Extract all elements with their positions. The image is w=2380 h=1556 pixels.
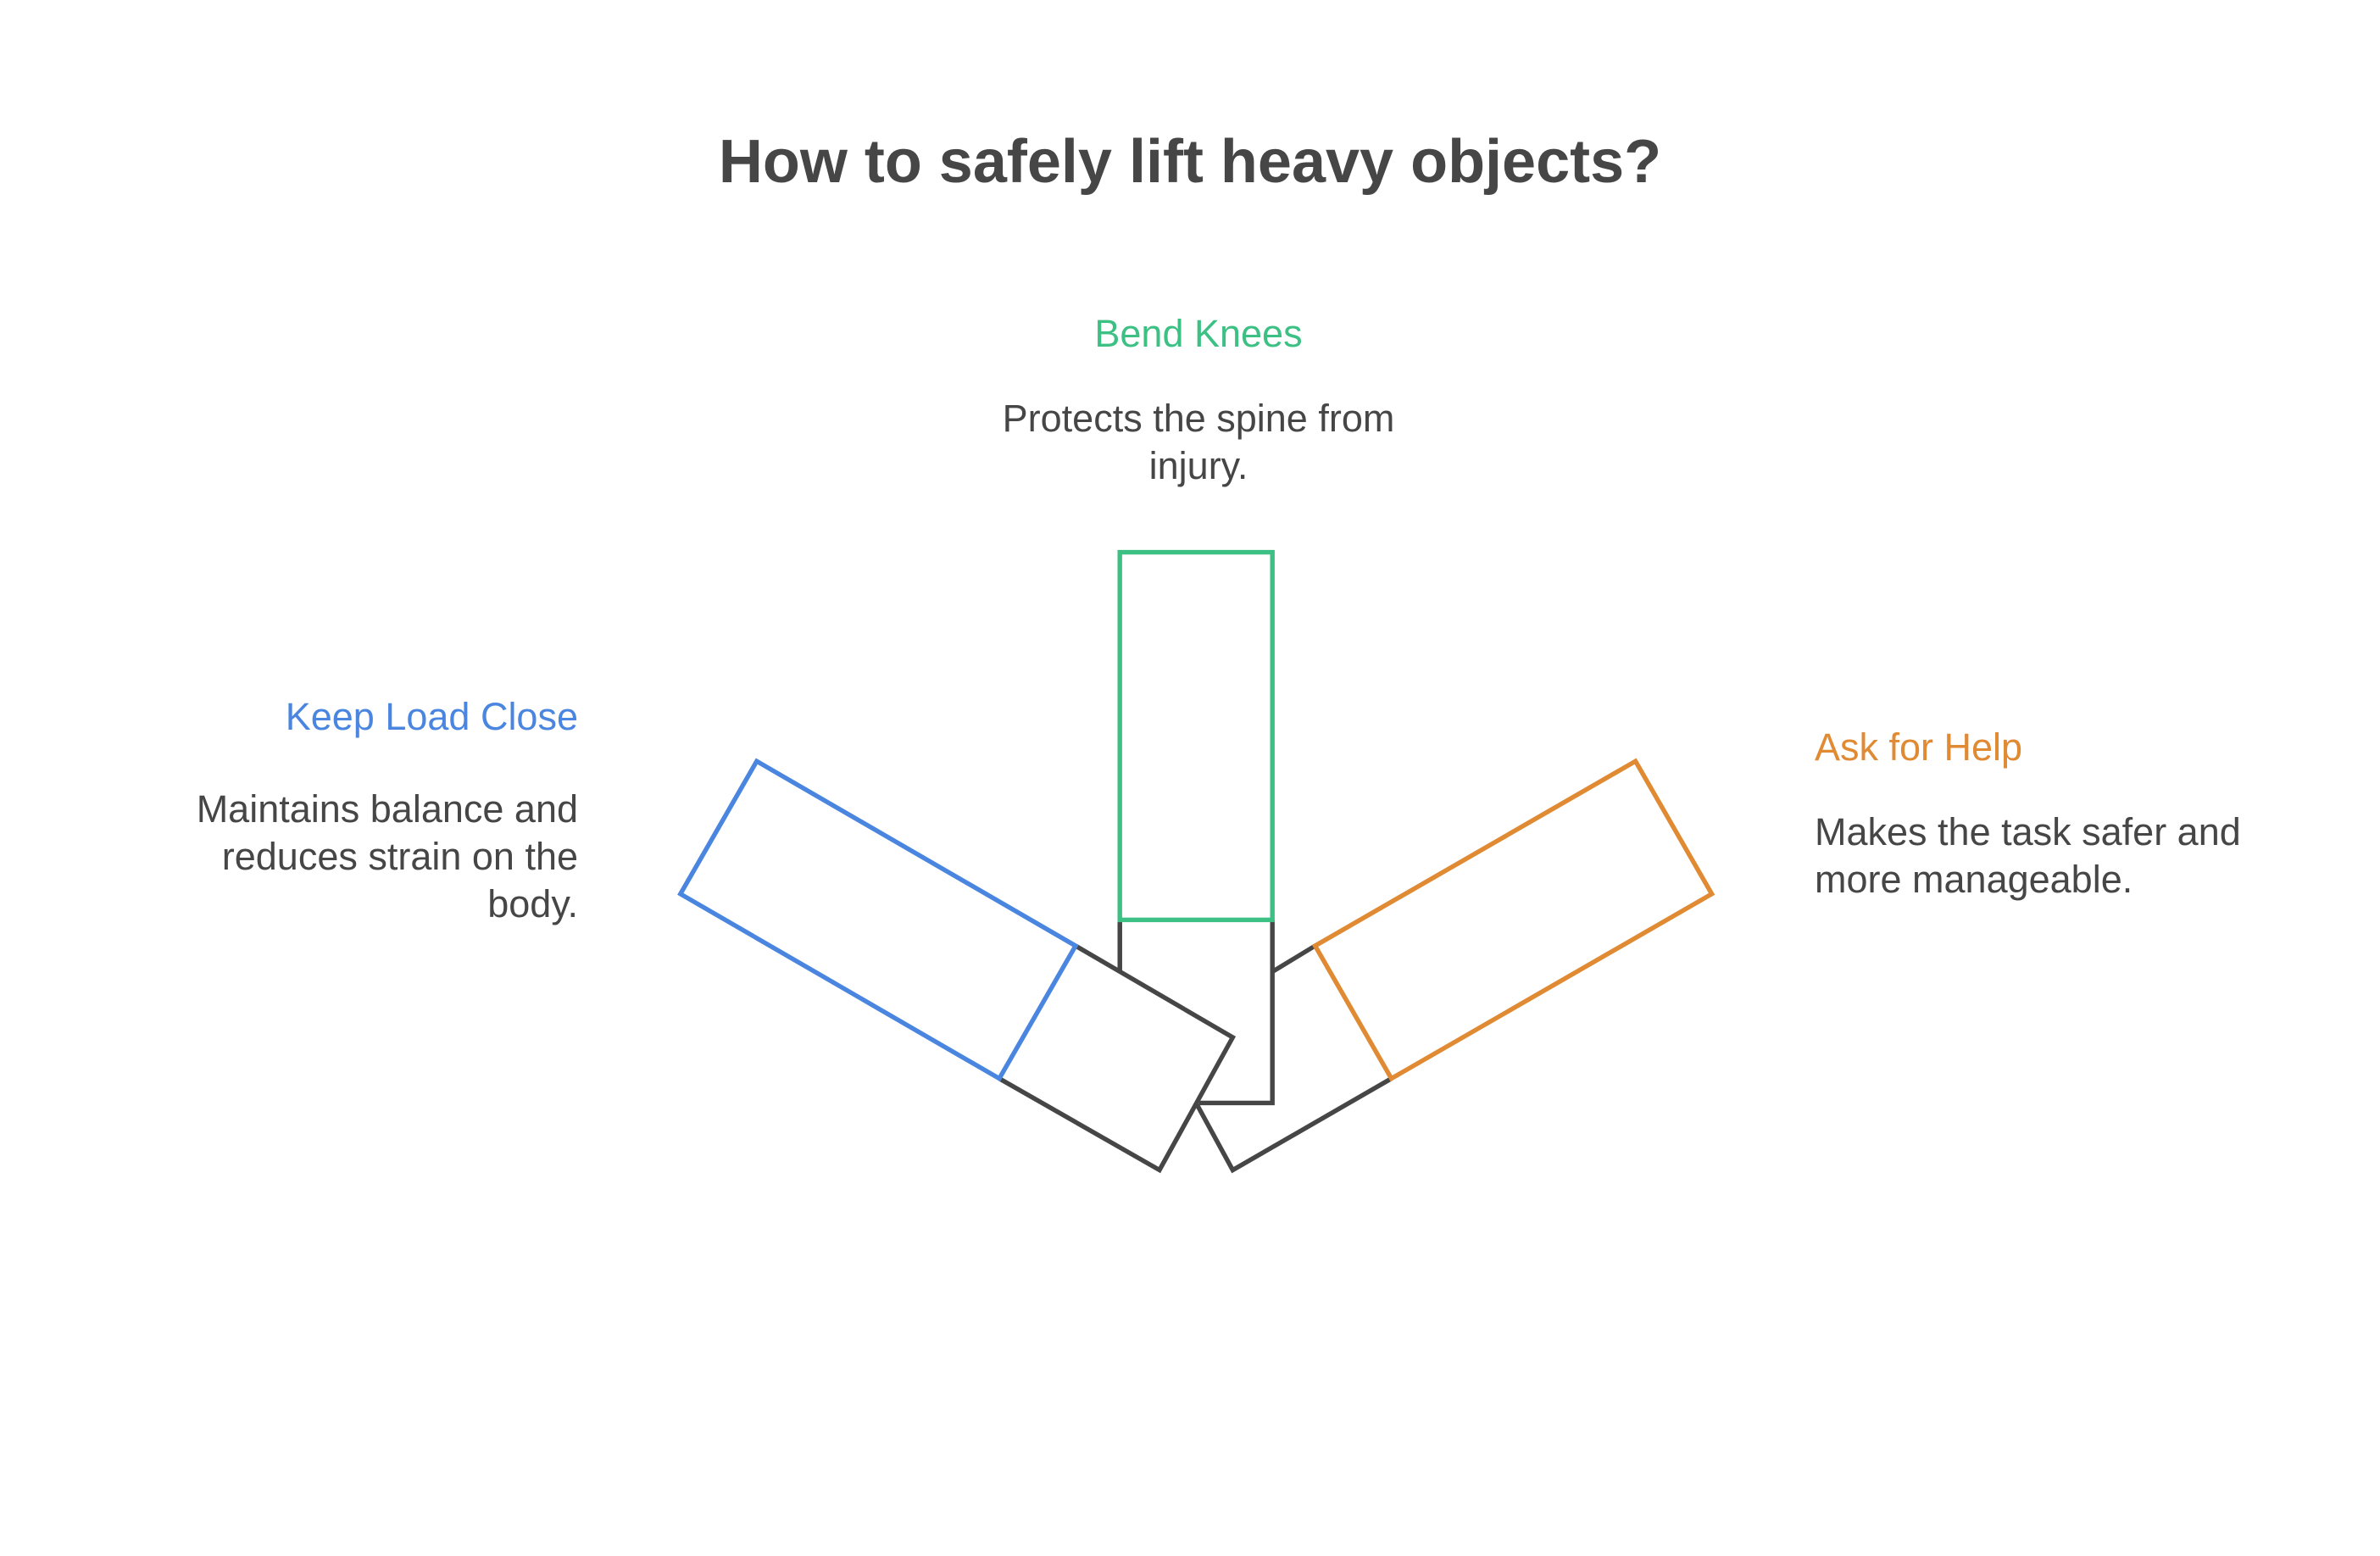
keep-load-close-line-1: Maintains balance and xyxy=(196,787,578,831)
ask-for-help-description: Makes the task safer and more manageable… xyxy=(1815,809,2241,903)
right-bar-base xyxy=(1271,943,1317,974)
ask-for-help-line-1: Makes the task safer and xyxy=(1815,810,2241,853)
keep-load-close-heading: Keep Load Close xyxy=(285,695,578,738)
keep-load-close-line-2: reduces strain on the xyxy=(221,835,578,878)
left-bar-highlight xyxy=(677,758,1079,1082)
ask-for-help-heading: Ask for Help xyxy=(1815,725,2023,769)
center-bar-highlight xyxy=(1117,549,1275,923)
right-bar-base-lower xyxy=(1193,1076,1393,1174)
bend-knees-line-2: injury. xyxy=(1148,444,1248,487)
left-bar-base xyxy=(998,943,1237,1174)
bend-knees-heading: Bend Knees xyxy=(1094,312,1303,355)
bend-knees-description: Protects the spine from injury. xyxy=(893,395,1504,490)
center-bar-base-right xyxy=(1198,920,1275,1106)
keep-load-close-description: Maintains balance and reduces strain on … xyxy=(197,786,578,928)
diagram-title: How to safely lift heavy objects? xyxy=(718,128,1662,196)
right-bar-highlight xyxy=(1311,758,1715,1082)
ask-for-help-line-2: more manageable. xyxy=(1815,858,2133,901)
bend-knees-line-1: Protects the spine from xyxy=(1002,397,1395,440)
keep-load-close-line-3: body. xyxy=(487,882,578,925)
